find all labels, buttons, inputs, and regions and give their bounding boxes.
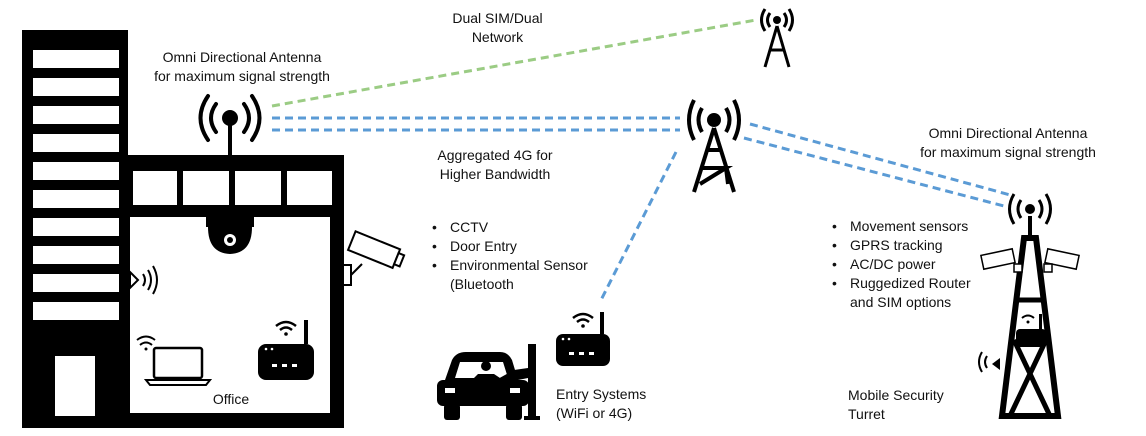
dual-sim-line-1: Dual SIM/Dual (452, 10, 543, 26)
list-item: GPRS tracking (830, 236, 971, 255)
turret-features-list: Movement sensors GPRS tracking AC/DC pow… (830, 217, 971, 312)
laptop-icon (136, 335, 213, 386)
office-label: Office (212, 391, 250, 407)
blue-link-tower-to-turret-2 (743, 136, 1005, 208)
blue-link-tower-to-turret-1 (749, 122, 1015, 198)
entry-systems-line-1: Entry Systems (556, 386, 647, 402)
building-icon (22, 30, 344, 428)
green-link-line (271, 18, 757, 108)
cell-tower-icon-top (760, 8, 794, 68)
list-item: CCTV (430, 218, 588, 237)
dual-sim-label: Dual SIM/Dual Network (440, 9, 555, 47)
connection-lines (271, 18, 1015, 303)
aggregated-label: Aggregated 4G for Higher Bandwidth (420, 146, 570, 184)
list-item: and SIM options (850, 294, 952, 310)
car-icon (437, 352, 529, 420)
bluetooth-signal-icon (129, 265, 158, 295)
router-icon-office (258, 320, 314, 380)
list-item: Door Entry (430, 237, 588, 256)
list-item: Ruggedized Router (830, 274, 971, 293)
cell-tower-icon-center (687, 99, 741, 193)
dual-sim-line-2: Network (471, 29, 524, 45)
dome-camera-icon (206, 217, 254, 254)
turret-label: Mobile Security Turret (848, 386, 944, 424)
entry-systems-line-2: (WiFi or 4G) (556, 405, 633, 421)
barrier-gate-icon (496, 344, 540, 420)
list-item: (Bluetooth (450, 276, 514, 292)
cctv-camera-icon (342, 230, 406, 286)
aggregated-line-1: Aggregated 4G for (437, 147, 553, 163)
office-features-list: CCTV Door Entry Environmental Sensor (Bl… (430, 218, 588, 294)
blue-link-tower-to-entry (598, 151, 678, 303)
entry-systems-label: Entry Systems (WiFi or 4G) (556, 385, 646, 423)
turret-tower-icon (978, 193, 1080, 419)
antenna-right-label: Omni Directional Antenna for maximum sig… (895, 124, 1121, 162)
antenna-icon-left (198, 94, 262, 162)
turret-line-2: Turret (848, 406, 885, 422)
antenna-right-line-1: Omni Directional Antenna (928, 125, 1088, 141)
aggregated-line-2: Higher Bandwidth (439, 166, 551, 182)
list-item: Movement sensors (830, 217, 971, 236)
antenna-left-line-1: Omni Directional Antenna (162, 49, 322, 65)
antenna-left-label: Omni Directional Antenna for maximum sig… (128, 48, 356, 86)
router-icon-entry (556, 312, 610, 366)
list-item: Environmental Sensor (430, 256, 588, 275)
list-item: AC/DC power (830, 255, 971, 274)
turret-line-1: Mobile Security (848, 387, 944, 403)
antenna-right-line-2: for maximum signal strength (920, 144, 1096, 160)
antenna-left-line-2: for maximum signal strength (154, 68, 330, 84)
